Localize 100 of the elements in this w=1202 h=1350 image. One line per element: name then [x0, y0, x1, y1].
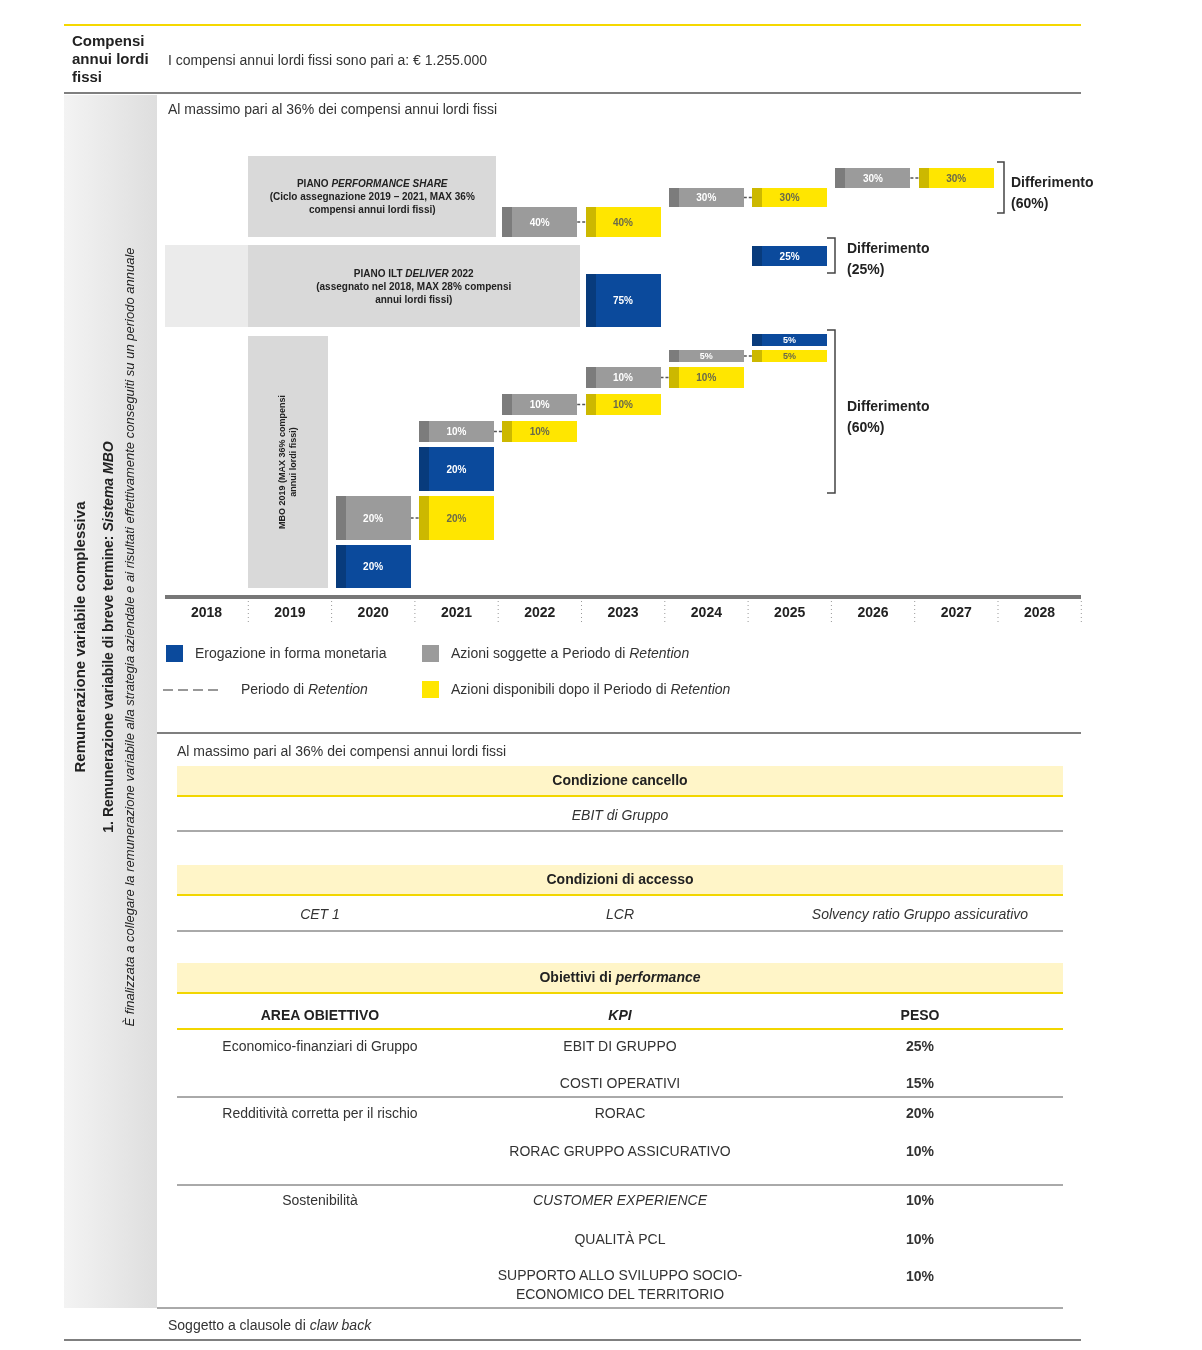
plan-title: PIANO ILT DELIVER 2022 [353, 266, 474, 280]
bar-segment [752, 334, 828, 346]
row-text: I compensi annui lordi fissi sono pari a: € 1.255.000 [168, 52, 488, 68]
percentage-label: 5% [783, 335, 797, 345]
table-cell: EBIT di Gruppo [571, 807, 669, 823]
bar-segment [752, 246, 828, 266]
bar-segment [668, 350, 744, 362]
table-cell: Redditività corretta per il rischio [222, 1105, 418, 1121]
retention-dash [909, 177, 920, 179]
table-cell: 25% [906, 1038, 934, 1054]
header-band [177, 865, 1063, 896]
retention-dash [659, 376, 670, 379]
percentage-label: 30% [946, 171, 967, 186]
percentage-label: 20% [363, 560, 384, 574]
table-cell: 10% [906, 1192, 934, 1208]
bar-segment [418, 421, 494, 442]
percentage-label: 30% [696, 191, 717, 205]
percentage-label: 25% [779, 249, 800, 264]
table-cell: 20% [906, 1105, 934, 1121]
percentage-label: 40% [529, 215, 550, 230]
year-label: 2023 [607, 604, 639, 620]
bar-segment [668, 367, 744, 388]
section-heading: Condizione cancello [552, 771, 688, 790]
table-cell: SUPPORTO ALLO SVILUPPO SOCIO-ECONOMICO DEL TERRITORIO [497, 1267, 743, 1302]
year-label: 2026 [857, 604, 889, 620]
percentage-label: 75% [613, 294, 633, 308]
bar-segment [752, 350, 828, 362]
table-cell: EBIT DI GRUPPO [563, 1038, 677, 1054]
table-cell: KPI [608, 1007, 632, 1023]
plan-description: (Ciclo assegnazione 2019 – 2021, MAX 36% compensi annui lordi fissi) [268, 190, 476, 216]
bar-segment [585, 207, 661, 237]
section-heading: Obiettivi di performance [539, 968, 701, 987]
plan-title: PIANO PERFORMANCE SHARE [296, 177, 448, 190]
percentage-label: 5% [783, 351, 797, 361]
legend-label: Azioni disponibili dopo il Periodo di Retention [451, 680, 731, 699]
note-text: Al massimo pari al 36% dei compensi annui lordi fissi [168, 101, 498, 117]
legend-label: Erogazione in forma monetaria [195, 644, 387, 663]
table-cell: 10% [906, 1268, 934, 1284]
table-cell: RORAC GRUPPO ASSICURATIVO [509, 1143, 731, 1159]
retention-dash [493, 430, 503, 433]
plan-box [248, 336, 329, 588]
side-panel [64, 95, 157, 1308]
percentage-label: 30% [862, 171, 883, 186]
retention-dash [409, 517, 420, 519]
bar-segment [418, 496, 494, 540]
percentage-label: 20% [446, 462, 467, 477]
table-cell: AREA OBIETTIVO [260, 1007, 380, 1023]
year-label: 2022 [524, 604, 556, 620]
note-text: Al massimo pari al 36% dei compensi annui lordi fissi [177, 743, 507, 759]
table-cell: 10% [906, 1143, 934, 1159]
bar-segment [418, 447, 494, 491]
plan-box [165, 245, 580, 327]
retention-dash [743, 355, 753, 357]
percentage-label: 10% [613, 371, 633, 385]
plan-description: (assegnato nel 2018, MAX 28% compensi annui lordi fissi) [315, 279, 513, 306]
bracket-label: Differimento (60%) [847, 398, 930, 435]
legend-label: Periodo di Retention [241, 680, 368, 699]
bar-segment [335, 496, 411, 540]
percentage-label: 20% [446, 511, 467, 526]
table-cell: RORAC [594, 1105, 646, 1121]
retention-dash [743, 196, 753, 199]
percentage-label: 10% [529, 425, 550, 439]
year-label: 2020 [357, 604, 389, 620]
percentage-label: 5% [699, 351, 713, 361]
bar-segment [585, 394, 661, 415]
table-cell: 15% [906, 1075, 934, 1091]
bar-segment [502, 207, 578, 237]
table-cell: COSTI OPERATIVI [559, 1075, 681, 1091]
bracket-label: Differimento (25%) [847, 240, 930, 277]
table-cell: Sostenibilità [282, 1192, 358, 1208]
table-cell: CUSTOMER EXPERIENCE [533, 1192, 707, 1208]
percentage-label: 40% [613, 215, 633, 230]
vertical-subheading: 1. Remunerazione variabile di breve termine: Sistema MBO [100, 440, 116, 833]
table-cell: LCR [606, 906, 634, 922]
bar-segment [835, 168, 911, 188]
row-header: Compensi annui lordi fissi [72, 32, 149, 85]
year-label: 2018 [191, 604, 223, 620]
percentage-label: 10% [446, 425, 467, 439]
header-band [177, 766, 1063, 797]
bar-segment [752, 188, 828, 207]
percentage-label: 10% [696, 371, 717, 385]
year-label: 2024 [690, 604, 722, 620]
bar-segment [585, 367, 661, 388]
table-cell: Economico-finanziari di Gruppo [222, 1038, 418, 1054]
bar-segment [585, 274, 661, 327]
year-label: 2019 [274, 604, 306, 620]
vertical-description: È finalizzata a collegare la remunerazione variabile alla strategia aziendale e ai risultati effettivamente conseguiti su un periodo annuale [122, 247, 137, 1026]
percentage-label: 10% [613, 398, 633, 412]
bar-segment [918, 168, 994, 188]
table-cell: Solvency ratio Gruppo assicurativo [811, 906, 1029, 922]
section-heading: Condizioni di accesso [546, 870, 694, 889]
table-cell: CET 1 [300, 906, 340, 922]
year-label: 2025 [774, 604, 806, 620]
bar-segment [502, 421, 578, 442]
percentage-label: 10% [529, 398, 550, 412]
header-band [177, 963, 1063, 994]
plan-title: MBO 2019 (MAX 36% compensi annui lordi fissi) [277, 395, 299, 530]
table-cell: QUALITÀ PCL [574, 1231, 666, 1247]
year-label: 2028 [1024, 604, 1056, 620]
bracket-label: Differimento (60%) [1011, 174, 1094, 211]
